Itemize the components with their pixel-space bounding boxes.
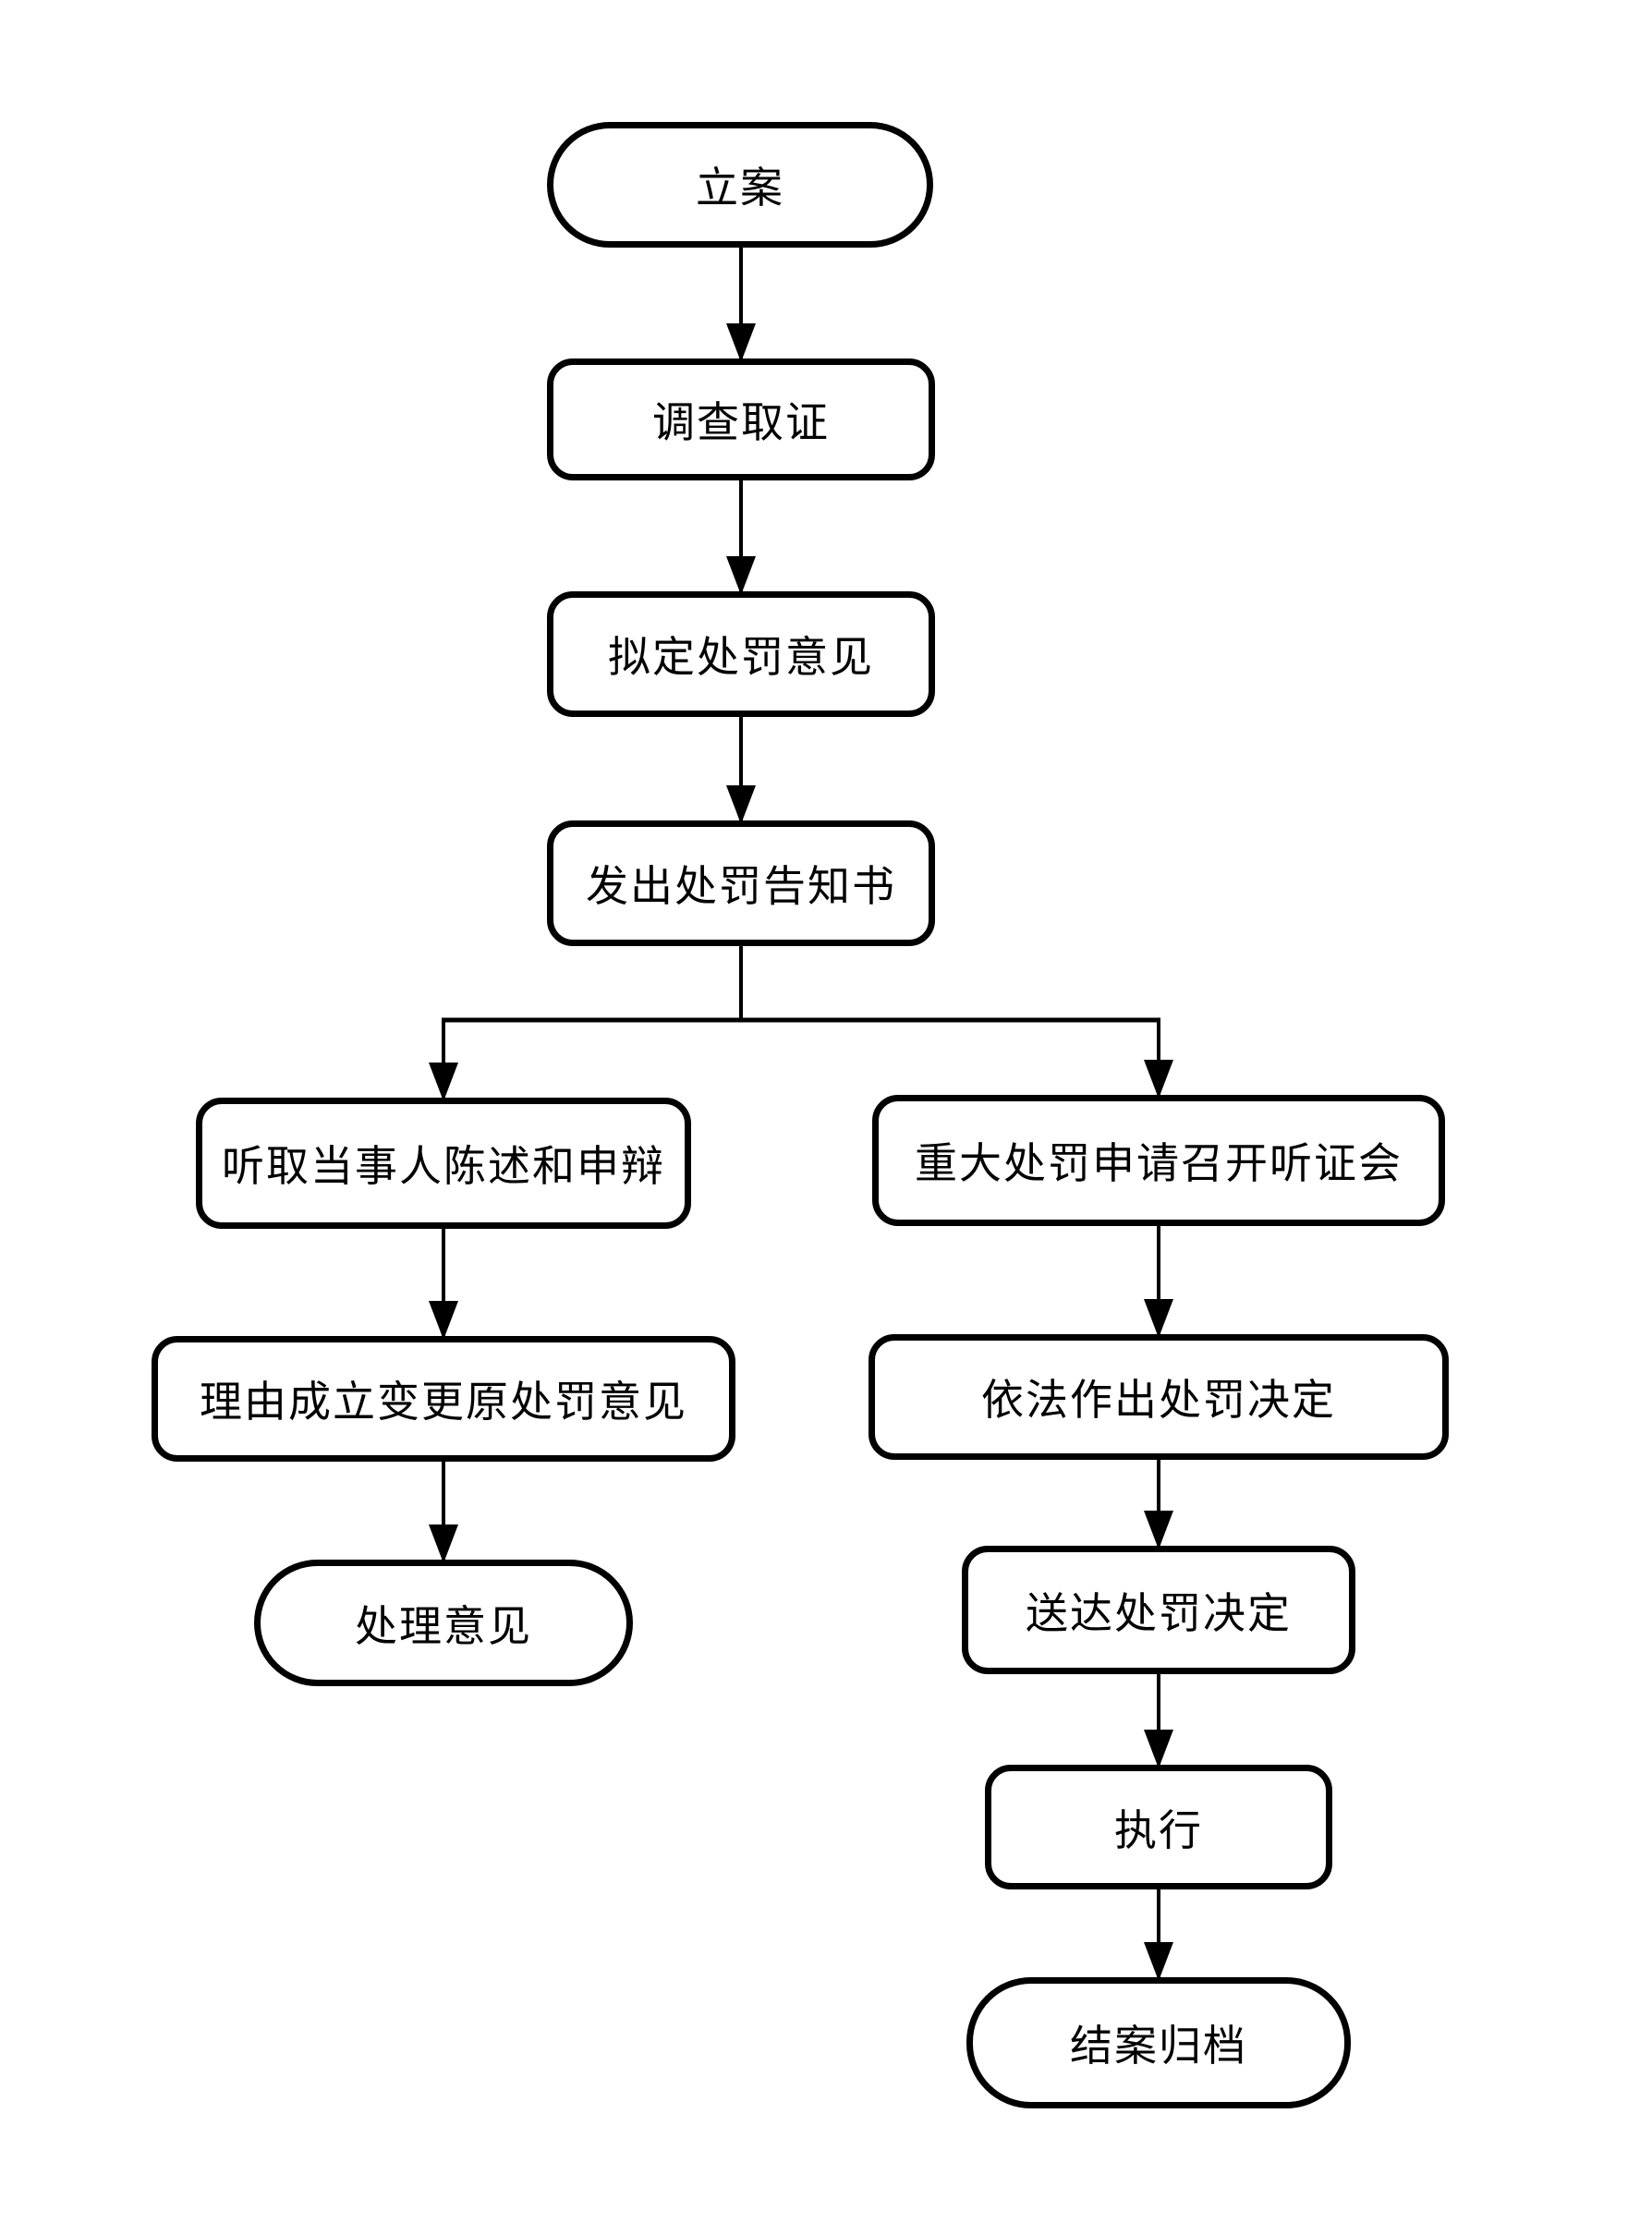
node-case-closing-archive: 结案归档 bbox=[966, 1977, 1351, 2108]
node-handling-opinion: 处理意见 bbox=[254, 1560, 633, 1686]
node-make-penalty-decision: 依法作出处罚决定 bbox=[869, 1334, 1449, 1460]
node-case-filing: 立案 bbox=[547, 122, 933, 248]
node-major-penalty-hearing-request: 重大处罚申请召开听证会 bbox=[872, 1095, 1445, 1226]
node-issue-penalty-notice: 发出处罚告知书 bbox=[547, 820, 935, 946]
node-change-original-opinion: 理由成立变更原处罚意见 bbox=[152, 1336, 735, 1462]
node-hear-statement-defense: 听取当事人陈述和申辩 bbox=[196, 1098, 691, 1229]
node-draft-penalty-opinion: 拟定处罚意见 bbox=[547, 591, 935, 717]
node-execution: 执行 bbox=[985, 1765, 1332, 1889]
node-investigation-evidence: 调查取证 bbox=[547, 358, 935, 480]
node-serve-penalty-decision: 送达处罚决定 bbox=[962, 1546, 1355, 1674]
